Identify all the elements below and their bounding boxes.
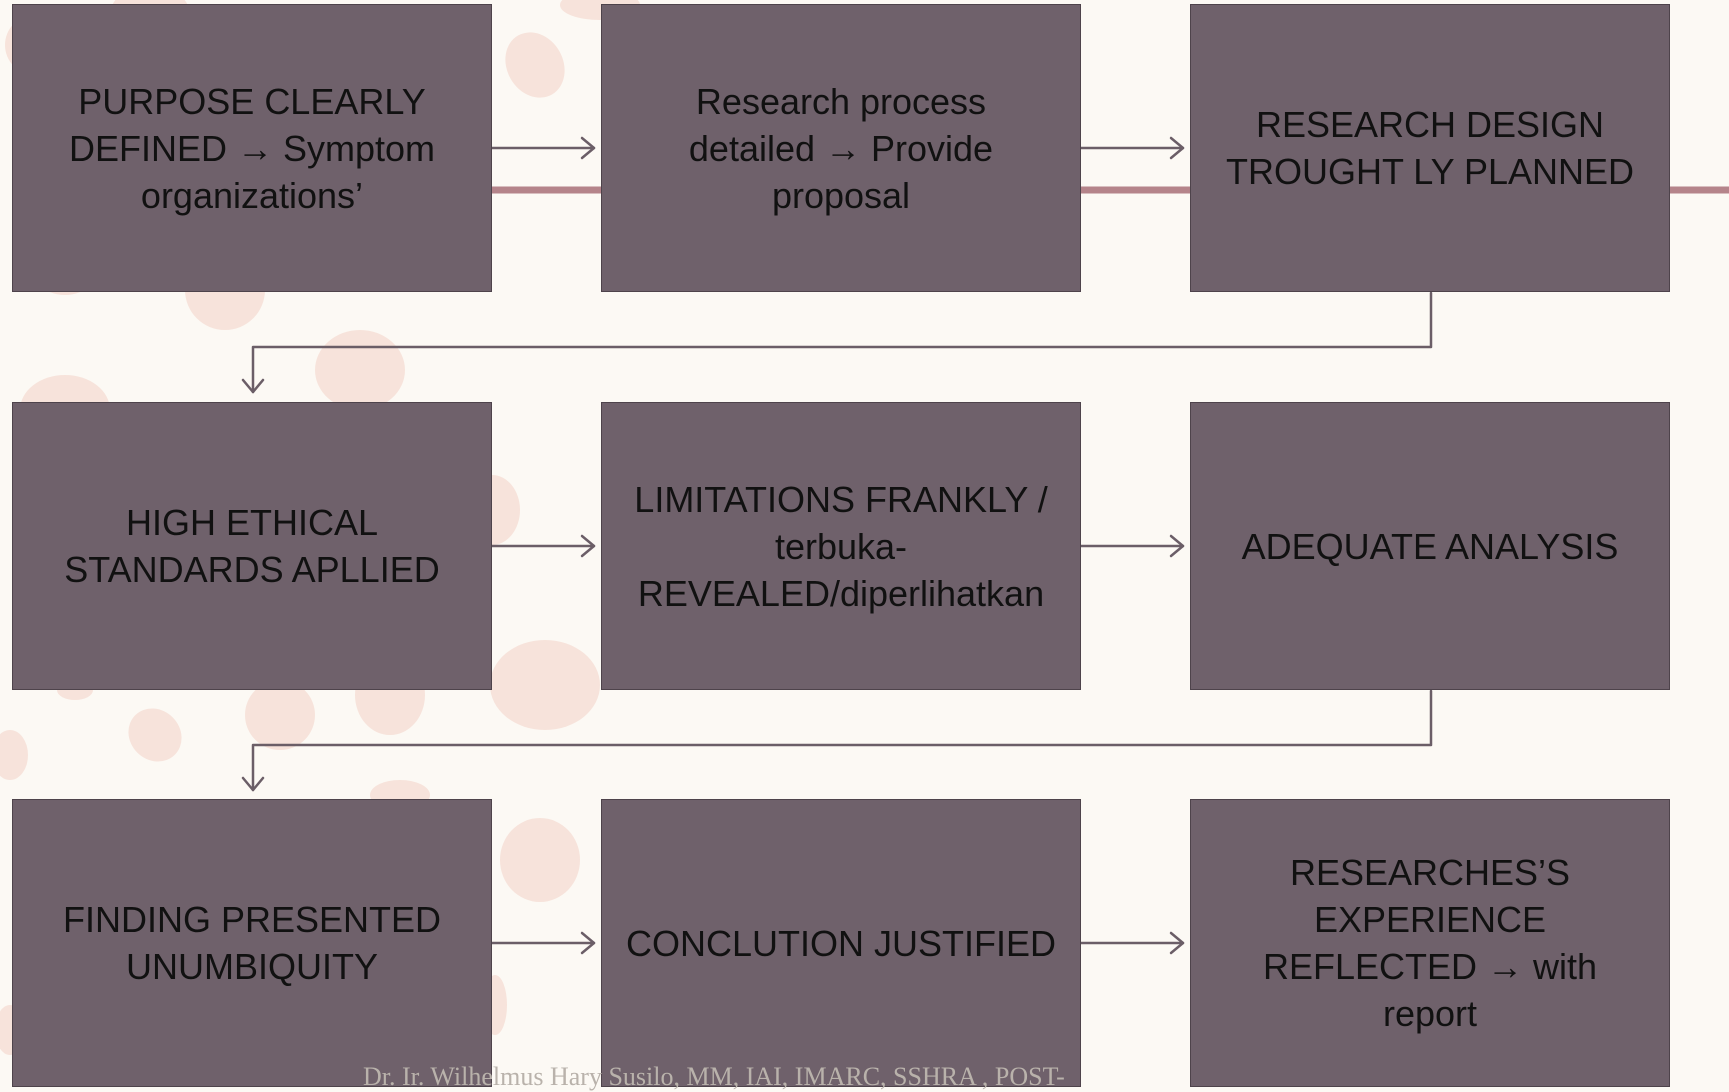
arrow-conclusion-to-experience <box>1079 931 1185 955</box>
footer-author-credit: Dr. Ir. Wilhelmus Hary Susilo, MM, IAI, … <box>363 1062 1065 1091</box>
box-ethics-label: HIGH ETHICAL STANDARDS APLLIED <box>64 502 440 590</box>
box-research-process-detailed: Research process detailed → Provide prop… <box>601 4 1081 292</box>
box-adequate-analysis: ADEQUATE ANALYSIS <box>1190 402 1670 690</box>
box-findings-label: FINDING PRESENTED UNUMBIQUITY <box>62 899 442 987</box>
box-purpose-clearly-defined: PURPOSE CLEARLY DEFINED → Symptom organi… <box>12 4 492 292</box>
box-design-label: RESEARCH DESIGN TROUGHT LY PLANNED <box>1225 104 1635 192</box>
box-conclusion-label: CONCLUTION JUSTIFIED <box>625 922 1056 964</box>
box-research-design-planned: RESEARCH DESIGN TROUGHT LY PLANNED <box>1190 4 1670 292</box>
arrow-purpose-to-process <box>490 136 596 160</box>
connector-analysis-to-findings <box>241 689 1433 792</box>
box-conclusion-justified: CONCLUTION JUSTIFIED <box>601 799 1081 1087</box>
box-finding-presented: FINDING PRESENTED UNUMBIQUITY <box>12 799 492 1087</box>
connector-design-to-ethics <box>241 291 1433 394</box>
box-high-ethical-standards: HIGH ETHICAL STANDARDS APLLIED <box>12 402 492 690</box>
arrow-process-to-design <box>1079 136 1185 160</box>
box-purpose-label: PURPOSE CLEARLY DEFINED → Symptom organi… <box>68 80 436 216</box>
arrow-limitations-to-analysis <box>1079 534 1185 558</box>
arrow-findings-to-conclusion <box>490 931 596 955</box>
box-process-label: Research process detailed → Provide prop… <box>688 80 994 216</box>
box-limitations-label: LIMITATIONS FRANKLY / terbuka-REVEALED/d… <box>634 478 1048 614</box>
box-limitations-revealed: LIMITATIONS FRANKLY / terbuka-REVEALED/d… <box>601 402 1081 690</box>
box-analysis-label: ADEQUATE ANALYSIS <box>1241 525 1619 567</box>
box-experience-label: RESEARCHES’S EXPERIENCE REFLECTED → with… <box>1262 852 1598 1034</box>
box-researcher-experience: RESEARCHES’S EXPERIENCE REFLECTED → with… <box>1190 799 1670 1087</box>
arrow-ethics-to-limitations <box>490 534 596 558</box>
